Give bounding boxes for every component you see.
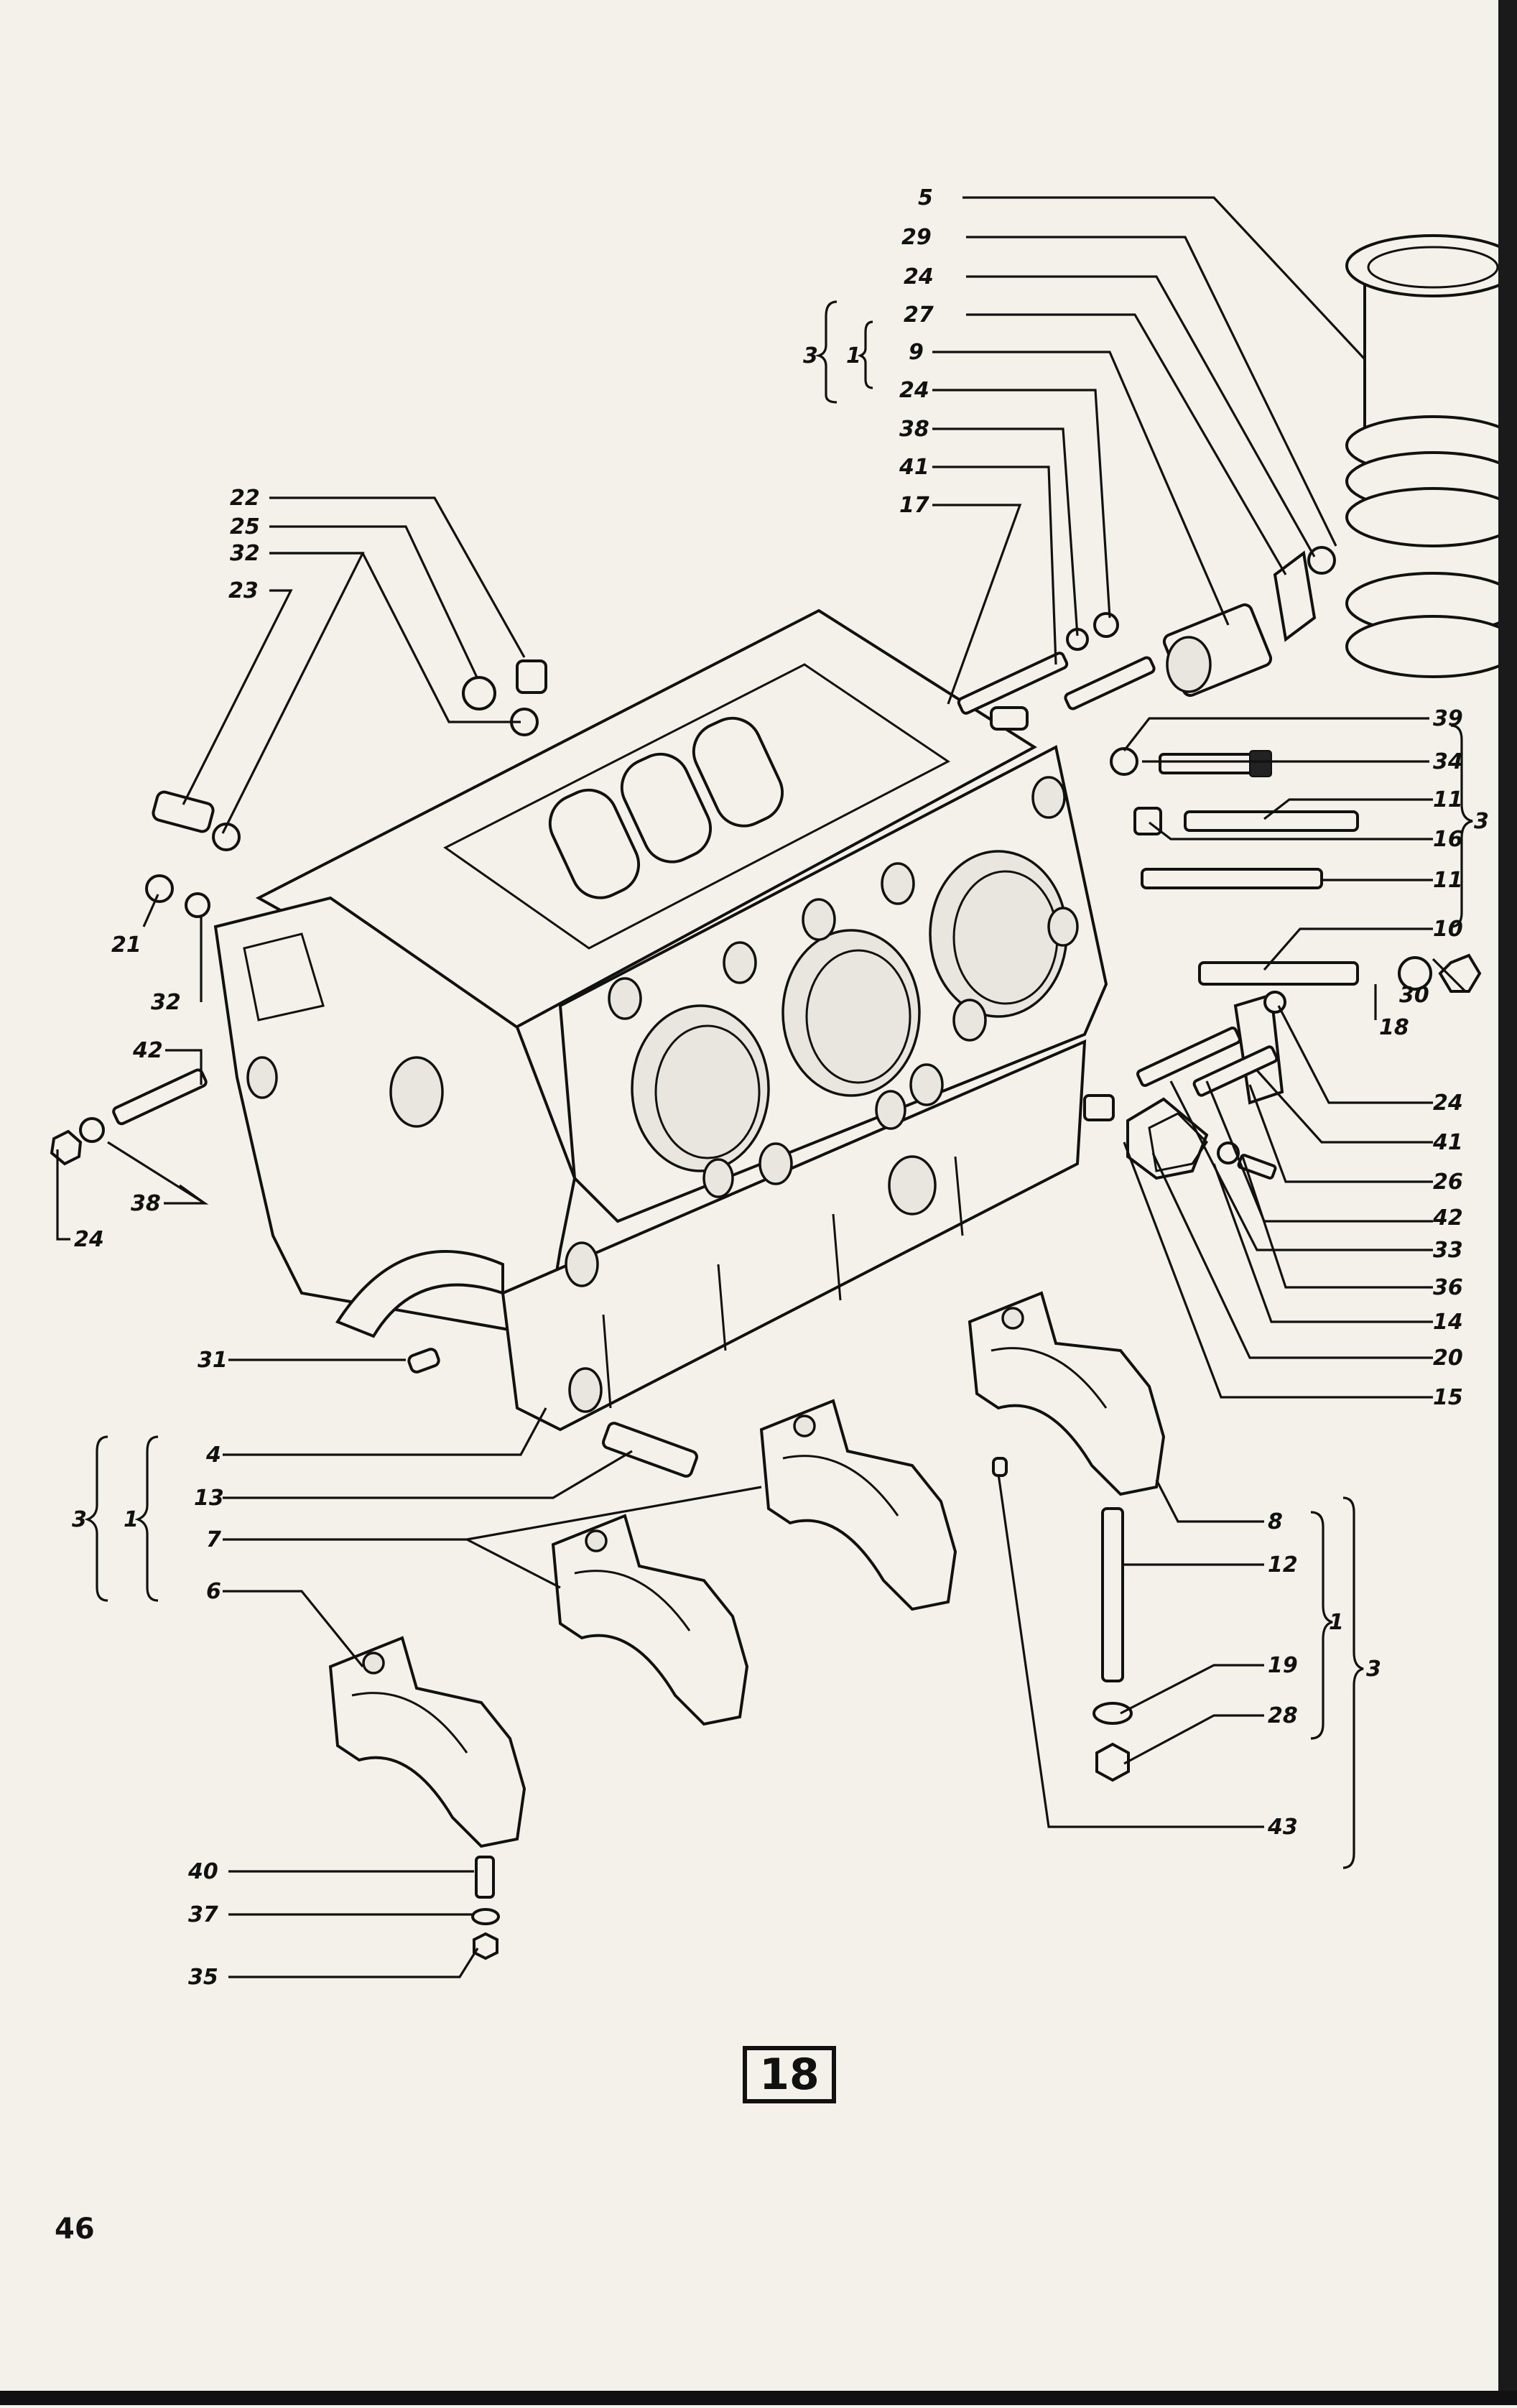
cylinder-block	[213, 608, 1108, 1432]
callout-19: 19	[1268, 1653, 1298, 1678]
callout-33: 33	[1433, 1238, 1463, 1263]
callout-43: 43	[1267, 1815, 1298, 1840]
callout-18: 18	[1379, 1015, 1409, 1040]
callout-35: 35	[188, 1965, 218, 1990]
bushing-sleeve	[1162, 603, 1273, 698]
callout-24: 24	[74, 1227, 104, 1252]
callout-labels: 5 29 24 27 9 24 38 41 17 22 25 32 23 21 …	[74, 185, 1463, 1990]
brace-label-3-left: 3	[72, 1507, 87, 1532]
callout-30: 30	[1399, 983, 1429, 1008]
callout-22: 22	[230, 486, 260, 511]
page-number: 46	[55, 2213, 95, 2246]
callout-11: 11	[1433, 868, 1463, 893]
callout-42: 42	[132, 1038, 163, 1063]
brace-right-3	[1450, 724, 1473, 928]
bearing-cap-6	[328, 1636, 526, 1848]
bearing-cap-7b	[551, 1514, 749, 1726]
callout-38: 38	[899, 417, 929, 442]
block-interior-bores	[548, 716, 784, 899]
brace-label-3-right: 3	[1474, 809, 1489, 834]
brace-left	[84, 1435, 159, 1602]
callout-24: 24	[899, 378, 929, 403]
callout-32: 32	[230, 541, 260, 566]
brace-label-1-left: 1	[124, 1507, 139, 1532]
callout-12: 12	[1268, 1552, 1298, 1578]
bearing-cap-7a	[759, 1399, 957, 1611]
cylinder-liner	[1345, 234, 1517, 678]
figure-number-box: 18	[743, 2046, 836, 2103]
callout-15: 15	[1433, 1385, 1463, 1410]
callout-36: 36	[1433, 1275, 1463, 1300]
callout-14: 14	[1433, 1310, 1463, 1335]
brace-top	[815, 300, 873, 404]
deck-holes	[608, 776, 1079, 1198]
brace-label-3-top: 3	[803, 343, 818, 369]
brace-bottom-right	[1310, 1496, 1364, 1869]
callout-8: 8	[1268, 1509, 1283, 1534]
callout-39: 39	[1433, 706, 1463, 731]
callout-29: 29	[901, 225, 932, 250]
callout-5: 5	[918, 185, 933, 210]
callout-6: 6	[206, 1579, 221, 1604]
callout-24: 24	[904, 264, 934, 290]
callout-25: 25	[230, 514, 260, 540]
brace-label-1-bottom-right: 1	[1329, 1610, 1344, 1635]
callout-38: 38	[131, 1191, 161, 1216]
callout-20: 20	[1433, 1346, 1463, 1371]
callout-27: 27	[904, 302, 934, 328]
scan-edge	[1498, 0, 1517, 2405]
callout-21: 21	[111, 932, 142, 958]
callout-24: 24	[1433, 1090, 1463, 1116]
bearing-cap-8	[968, 1291, 1166, 1496]
brace-label-1-top: 1	[846, 343, 861, 369]
callout-32: 32	[151, 990, 181, 1015]
callout-7: 7	[206, 1527, 221, 1552]
callout-41: 41	[1432, 1130, 1463, 1155]
callout-40: 40	[187, 1859, 218, 1884]
callout-41: 41	[899, 455, 929, 480]
callout-34: 34	[1433, 749, 1463, 774]
scan-bottom-edge	[0, 2391, 1517, 2405]
cylinder-bores	[631, 850, 1068, 1172]
callout-13: 13	[194, 1486, 224, 1511]
callout-42: 42	[1432, 1205, 1463, 1231]
callout-23: 23	[228, 578, 259, 603]
callout-37: 37	[188, 1902, 218, 1927]
callout-4: 4	[205, 1443, 221, 1468]
brace-label-3-bottom-right: 3	[1366, 1657, 1381, 1682]
callout-31: 31	[198, 1348, 228, 1373]
leader-lines	[56, 196, 1467, 1978]
callout-9: 9	[909, 340, 924, 365]
figure-number: 18	[759, 2050, 820, 2100]
callout-10: 10	[1433, 917, 1463, 942]
callout-16: 16	[1433, 827, 1463, 852]
callout-26: 26	[1433, 1170, 1463, 1195]
callout-17: 17	[899, 493, 929, 518]
brace-labels: 3 1 3 3 1 1 3	[72, 343, 1489, 1682]
callout-28: 28	[1268, 1703, 1298, 1728]
callout-11: 11	[1433, 787, 1463, 812]
